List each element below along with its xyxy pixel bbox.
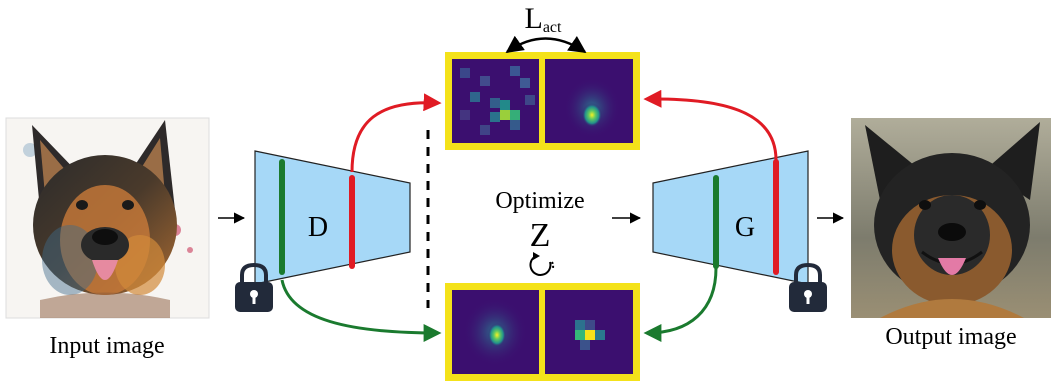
generator-label: G [735,212,755,243]
input-caption: Input image [49,333,164,359]
loss-main: L [525,2,543,35]
green-path-d [280,279,442,342]
lock-icon [235,262,273,312]
encoder-d [254,150,411,285]
output-caption: Output image [885,324,1016,350]
generator-g [652,150,809,285]
red-path-d [350,93,442,173]
green-path-g [643,267,718,342]
refresh-icon [529,252,555,276]
encoder-label: D [308,212,328,243]
loss-double-arrow [505,35,587,54]
lock-icon [789,262,827,312]
output-image [851,118,1051,318]
optimize-label: Optimize [495,188,584,214]
loss-label: Lact [525,2,563,36]
bottom-activation-maps [445,283,640,381]
latent-label: Z [530,217,551,254]
loss-subscript: act [543,19,562,36]
top-activation-maps [445,52,640,150]
input-image [5,117,210,319]
red-path-g [643,89,778,161]
